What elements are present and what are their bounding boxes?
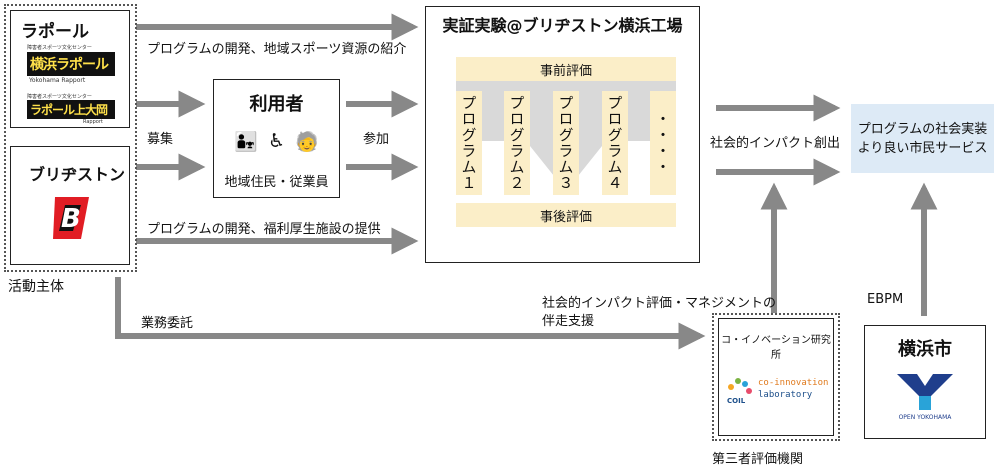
label-dev-welfare: プログラムの開発、福利厚生施設の提供 — [147, 222, 381, 237]
users-subtitle: 地域住民・従業員 — [224, 175, 329, 190]
city-box: 横浜市 OPEN YOKOHAMA — [864, 325, 986, 439]
label-dev-intro: プログラムの開発、地域スポーツ資源の紹介 — [147, 42, 407, 57]
bridgestone-logo: B — [51, 195, 93, 241]
pre-evaluation: 事前評価 — [456, 57, 676, 81]
laport-logo-1-text: 横浜ラポール — [30, 57, 109, 73]
label-participate: 参加 — [363, 132, 390, 147]
program-4: プログラム４ — [602, 91, 628, 195]
program-1: プログラム１ — [456, 91, 482, 195]
open-yokohama-logo: OPEN YOKOHAMA — [895, 370, 955, 428]
actors-group-label: 活動主体 — [8, 279, 64, 295]
evaluator-box: コ・イノベーション研究所 COIL co-innovation laborato… — [718, 318, 834, 436]
actors-group — [4, 4, 137, 272]
family-icon: 👨‍👧 — [234, 130, 258, 153]
outcome-line-1: プログラムの社会実装 — [857, 121, 988, 137]
outcome-line-2: より良い市民サービス — [857, 140, 988, 156]
program-3: プログラム３ — [553, 91, 579, 195]
city-title: 横浜市 — [898, 339, 952, 360]
experiment-box: 実証実験@ブリヂストン横浜工場 事前評価 プログラム１ プログラム２ プログラム… — [425, 6, 700, 263]
wheelchair-icon: ♿ — [267, 130, 286, 152]
bridgestone-title: ブリヂストン — [29, 165, 126, 184]
label-outsource: 業務委託 — [141, 316, 194, 331]
label-impact-eval-2: 伴走支援 — [542, 314, 595, 329]
post-evaluation: 事後評価 — [456, 203, 676, 227]
laport-logo-2-text: ラポール上大岡 — [30, 103, 108, 117]
experiment-title: 実証実験@ブリヂストン横浜工場 — [442, 16, 683, 35]
label-ebpm: EBPM — [867, 292, 904, 307]
evaluator-group-label: 第三者評価機関 — [712, 452, 804, 467]
coil-logo: COIL co-innovation laboratory — [727, 378, 829, 405]
label-recruit: 募集 — [147, 132, 174, 147]
laport-box: ラポール 障害者スポーツ文化センター 横浜ラポール Yokohama Rappo… — [10, 10, 130, 128]
label-impact-eval-1: 社会的インパクト評価・マネジメントの — [542, 296, 777, 311]
arrow-outsource — [115, 277, 706, 350]
laport-title: ラポール — [21, 22, 89, 42]
evaluator-name: コ・イノベーション研究所 — [721, 335, 831, 361]
label-impact: 社会的インパクト創出 — [710, 136, 841, 151]
users-icons: 👨‍👧 ♿ 🧓 — [214, 127, 339, 155]
program-more: ・・・・ — [650, 91, 676, 195]
users-title: 利用者 — [249, 94, 304, 115]
program-2: プログラム２ — [504, 91, 530, 195]
elderly-icon: 🧓 — [295, 130, 319, 153]
evaluator-group — [712, 313, 840, 441]
laport-logo-2: 障害者スポーツ文化センター ラポール上大岡 Rapport — [27, 93, 115, 125]
users-box: 利用者 👨‍👧 ♿ 🧓 地域住民・従業員 — [213, 79, 340, 198]
outcome-box: プログラムの社会実装 より良い市民サービス — [851, 104, 994, 173]
laport-logo-1: 障害者スポーツ文化センター 横浜ラポール Yokohama Rapport — [27, 44, 115, 84]
bridgestone-box: ブリヂストン B — [10, 146, 130, 265]
